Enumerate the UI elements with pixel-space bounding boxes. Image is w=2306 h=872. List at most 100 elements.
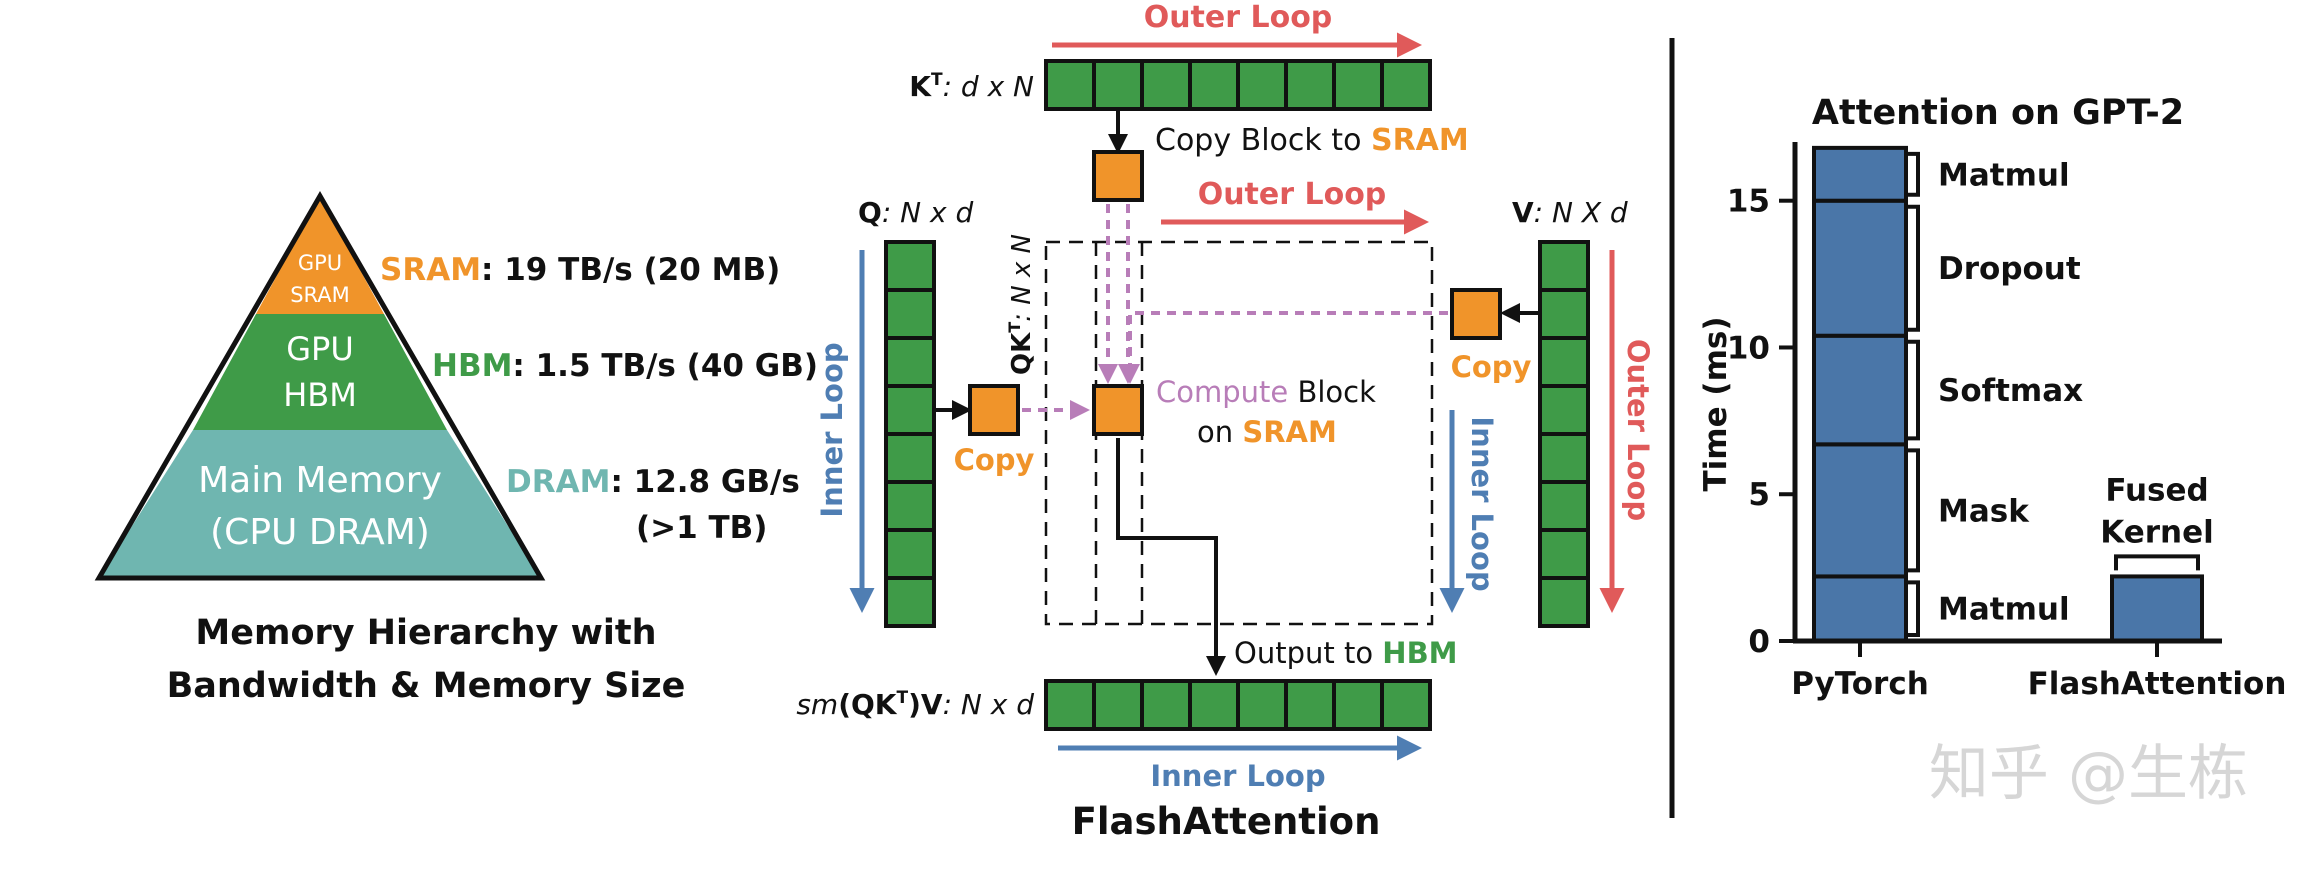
segment-bracket (1908, 151, 1920, 197)
v-matrix-cell (1538, 336, 1590, 388)
v-matrix-cell (1538, 288, 1590, 340)
output-matrix-cell (1092, 679, 1144, 731)
kt-matrix-cell (1380, 59, 1432, 111)
q-matrix-cell (884, 336, 936, 388)
kt-label: KT: d x N (909, 70, 1034, 103)
tier-hbm-line2: HBM (283, 376, 357, 414)
v-matrix-cell (1538, 480, 1590, 532)
inner-loop-label-bottom: Inner Loop (1150, 759, 1325, 793)
v-matrix (1538, 240, 1590, 628)
segment-label: Matmul (1938, 157, 2070, 193)
copy-block-label: Copy Block to SRAM (1155, 123, 1469, 158)
chart-bars (1812, 145, 2204, 643)
bar-segment (2110, 574, 2204, 643)
q-matrix-cell (884, 480, 936, 532)
inner-loop-label-left: Inner Loop (815, 342, 849, 517)
pyramid-tier-sram (256, 196, 384, 314)
outer-loop-label-right: Outer Loop (1621, 339, 1655, 521)
x-label-flash: FlashAttention (2028, 666, 2287, 702)
segment-label: Dropout (1938, 251, 2081, 287)
output-matrix-cell (1236, 679, 1288, 731)
v-matrix-cell (1538, 432, 1590, 484)
v-matrix-cell (1538, 576, 1590, 628)
q-label: Q: N x d (858, 196, 973, 229)
chart-title: Attention on GPT-2 (1812, 93, 2184, 133)
output-matrix-cell (1188, 679, 1240, 731)
kt-sram-block (1092, 150, 1144, 202)
kt-matrix-cell (1236, 59, 1288, 111)
segment-label: Mask (1938, 493, 2030, 529)
qkt-region (1044, 240, 1434, 626)
pyramid-tier-dram (99, 430, 541, 578)
compute-sram-block (1092, 384, 1144, 436)
q-matrix-cell (884, 528, 936, 580)
y-tick-label: 5 (1748, 477, 1770, 513)
fused-kernel-label-line2: Kernel (2100, 514, 2214, 550)
output-matrix-cell (1284, 679, 1336, 731)
y-axis-label: Time (ms) (1698, 317, 1734, 492)
tier-dram-line1: Main Memory (198, 460, 442, 501)
output-matrix-cell (1380, 679, 1432, 731)
segment-bracket (1908, 339, 1920, 441)
fused-kernel-label-line1: Fused (2105, 472, 2208, 508)
bar-segment (1812, 145, 1908, 203)
bar-segment (1812, 333, 1908, 447)
compute-label-line1: Compute Block (1156, 375, 1376, 409)
kt-matrix-cell (1044, 59, 1096, 111)
v-label: V: N X d (1512, 196, 1628, 229)
segment-label: Matmul (1938, 592, 2070, 628)
output-matrix (1044, 679, 1432, 731)
kt-matrix-cell (1332, 59, 1384, 111)
tier-dram-line2: (CPU DRAM) (210, 512, 430, 553)
kt-matrix (1044, 59, 1432, 111)
output-matrix-cell (1332, 679, 1384, 731)
v-matrix-cell (1538, 384, 1590, 436)
v-sram-block (1450, 288, 1502, 340)
segment-label: Softmax (1938, 373, 2083, 409)
kt-matrix-cell (1284, 59, 1336, 111)
sram-bandwidth-label: SRAM: 19 TB/s (20 MB) (380, 252, 780, 288)
q-matrix-cell (884, 432, 936, 484)
flashattention-title: FlashAttention (1072, 800, 1381, 843)
y-tick-label: 15 (1727, 184, 1770, 220)
tier-hbm-line1: GPU (286, 330, 354, 368)
q-sram-block (968, 384, 1020, 436)
x-label-pytorch: PyTorch (1791, 666, 1929, 702)
v-matrix-cell (1538, 240, 1590, 292)
q-matrix-cell (884, 288, 936, 340)
compute-label-line2: on SRAM (1197, 415, 1337, 449)
q-matrix (884, 240, 936, 628)
segment-bracket (1908, 204, 1920, 332)
output-label: Output to HBM (1234, 636, 1458, 670)
flashattention-diagram: Outer Loop KT: d x N Copy Block to SRAM … (796, 0, 1655, 843)
output-matrix-cell (1140, 679, 1192, 731)
tier-sram-line1: GPU (298, 251, 342, 275)
pyramid-outline (94, 191, 546, 581)
pyramid-caption-line2: Bandwidth & Memory Size (167, 666, 686, 706)
v-to-compute-arrow (1120, 311, 1448, 384)
q-matrix-cell (884, 384, 936, 436)
v-matrix-cell (1538, 528, 1590, 580)
y-tick-label: 0 (1748, 624, 1770, 660)
bar-segment (1812, 442, 1908, 579)
chart-brackets: MatmulMaskSoftmaxDropoutMatmulFusedKerne… (1908, 151, 2214, 637)
qkt-label: QKT: N x N (1005, 234, 1037, 375)
pyramid-caption-line1: Memory Hierarchy with (195, 613, 656, 653)
dram-bandwidth-label: DRAM: 12.8 GB/s (506, 464, 800, 500)
tier-sram-line2: SRAM (290, 283, 350, 307)
outer-loop-label-top: Outer Loop (1144, 0, 1333, 35)
kt-matrix-cell (1140, 59, 1192, 111)
output-matrix-cell (1044, 679, 1096, 731)
pyramid-tier-hbm (193, 314, 447, 430)
fused-kernel-bracket (2114, 554, 2200, 571)
bar-segment (1812, 574, 1908, 643)
watermark: 知乎 @生栋 (1929, 739, 2248, 809)
segment-bracket (1908, 448, 1920, 573)
dram-size-label: (>1 TB) (636, 510, 767, 546)
q-matrix-cell (884, 576, 936, 628)
v-copy-label: Copy (1451, 350, 1532, 384)
kt-matrix-cell (1188, 59, 1240, 111)
outer-loop-label-mid: Outer Loop (1198, 177, 1387, 212)
